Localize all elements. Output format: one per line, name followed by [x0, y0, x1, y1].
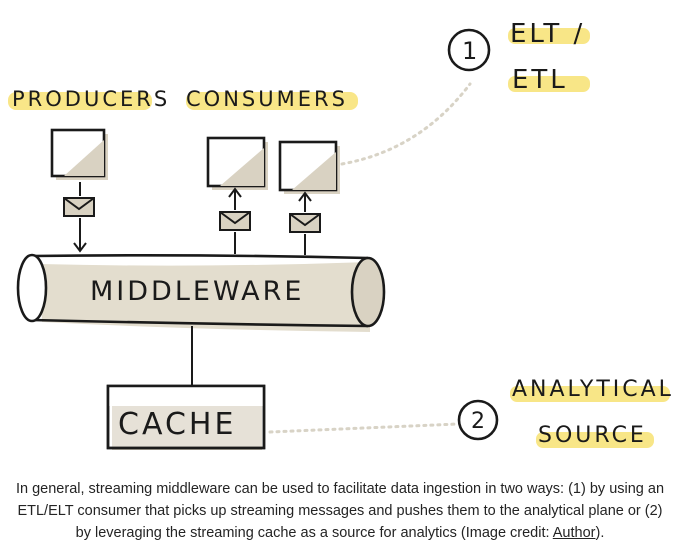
way-2-line-1: ANALYTICAL	[512, 377, 674, 402]
way-1-number: 1	[462, 37, 480, 65]
message-envelope-icon	[289, 213, 321, 233]
arrow-down-icon	[73, 182, 87, 253]
cache-label: CACHE	[118, 407, 236, 442]
producer-node	[50, 128, 108, 180]
consumer-node	[206, 136, 268, 190]
cache-node	[106, 384, 266, 450]
dotted-connector-1	[340, 82, 472, 166]
caption-suffix: ).	[595, 525, 605, 541]
middleware-label: MIDDLEWARE	[90, 276, 304, 307]
way-2-line-2: SOURCE	[538, 423, 647, 448]
consumers-label: CONSUMERS	[186, 87, 348, 111]
way-2-number-circle	[457, 399, 499, 441]
way-2-number: 2	[471, 409, 488, 434]
producers-label: PRODUCERS	[12, 87, 170, 111]
figure-caption: In general, streaming middleware can be …	[10, 478, 670, 544]
caption-text: In general, streaming middleware can be …	[15, 481, 665, 541]
dotted-connector-2	[268, 422, 460, 434]
author-link[interactable]: Author	[552, 525, 596, 541]
way-1-number-circle	[447, 28, 491, 72]
message-envelope-icon	[63, 197, 95, 217]
architecture-diagram: PRODUCERS CONSUMERS MIDDLEWARE	[8, 19, 674, 450]
consumer-node	[278, 140, 340, 194]
way-1-line-2: ETL	[512, 65, 568, 95]
label-highlights	[8, 28, 670, 448]
message-envelope-icon	[219, 211, 251, 231]
arrow-up-icon	[228, 187, 242, 254]
arrow-up-icon	[298, 191, 312, 255]
middleware-pipe	[16, 253, 386, 332]
way-1-line-1: ELT /	[510, 19, 585, 49]
